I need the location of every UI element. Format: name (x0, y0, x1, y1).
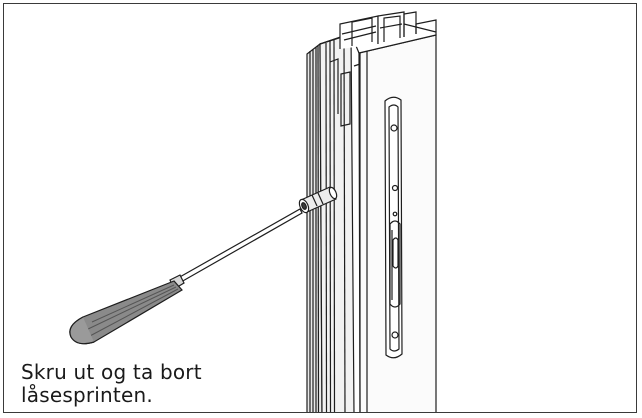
installation-illustration (69, 11, 437, 412)
lock-pin (298, 186, 338, 214)
window-frame-profile (306, 11, 437, 412)
caption-line-1: Skru ut og ta bort (21, 360, 202, 384)
instruction-caption: Skru ut og ta bort låsesprinten. (21, 361, 202, 407)
figure-frame: Skru ut og ta bort låsesprinten. (3, 3, 637, 413)
caption-line-2: låsesprinten. (21, 383, 153, 407)
screwdriver (69, 208, 303, 345)
lock-plate (384, 96, 403, 359)
